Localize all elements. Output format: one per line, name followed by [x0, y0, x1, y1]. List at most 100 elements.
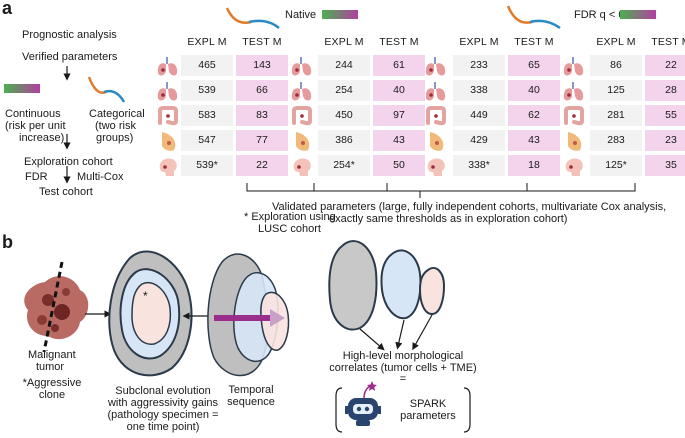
head-neck-icon	[293, 158, 311, 176]
head-neck-icon	[427, 158, 445, 176]
lung-icon	[563, 82, 584, 101]
head-neck-icon	[159, 158, 177, 176]
continuous-label-2: (risk per unit	[5, 120, 66, 132]
multi-cox-label: Multi-Cox	[77, 171, 124, 183]
table-3-expl-cell: 429	[453, 130, 505, 151]
table-1-header-expl: EXPL M	[187, 36, 227, 48]
table-3-test-cell: 62	[508, 105, 560, 126]
continuous-label: Continuous	[5, 108, 61, 120]
table-4-test-cell: 23	[645, 130, 685, 151]
table-2-expl-cell: 386	[318, 130, 370, 151]
table-3-expl-cell: 449	[453, 105, 505, 126]
table-4-header-expl: EXPL M	[596, 36, 636, 48]
continuous-label-3: increase)	[19, 132, 65, 144]
spark-label-2: parameters	[400, 410, 456, 422]
panel-b-letter: b	[2, 232, 13, 252]
table-1-test-cell: 143	[236, 55, 288, 76]
tumor-label: Malignant	[28, 349, 76, 361]
table-1-header-test: TEST M	[242, 36, 282, 48]
table-4-test-cell: 22	[645, 55, 685, 76]
footnote-lusc: LUSC cohort	[258, 223, 321, 235]
table-2-header-expl: EXPL M	[324, 36, 364, 48]
breast-icon	[568, 132, 582, 151]
head-neck-icon	[565, 158, 583, 176]
breast-icon	[430, 132, 444, 151]
equals-sign: =	[399, 373, 407, 385]
breast-icon	[162, 132, 176, 151]
aggressive-label-2: clone	[38, 389, 66, 401]
temporal-label: Temporal	[228, 384, 274, 396]
table-1-test-cell: 83	[236, 105, 288, 126]
subclonal-shapes	[108, 250, 193, 377]
categorical-label-3: groups)	[96, 132, 134, 144]
colon-icon	[292, 106, 312, 126]
spark-box	[335, 387, 471, 433]
aggressive-label: *Aggressive	[22, 377, 82, 389]
morphological-shapes	[328, 240, 446, 351]
table-4-expl-cell: 125	[590, 80, 642, 101]
table-1-expl-cell: 465	[181, 55, 233, 76]
table-3-expl-cell: 338	[453, 80, 505, 101]
table-3-header-expl: EXPL M	[459, 36, 499, 48]
legend-native: Native	[285, 9, 317, 21]
lung-icon	[425, 57, 446, 76]
table-1-test-cell: 22	[236, 155, 288, 176]
table-4-test-cell: 55	[645, 105, 685, 126]
table-1-expl-cell: 583	[181, 105, 233, 126]
table-1-expl-cell: 547	[181, 130, 233, 151]
table-4-expl-cell: 86	[590, 55, 642, 76]
flow-title: Prognostic analysis	[22, 29, 117, 41]
table-2-test-cell: 40	[373, 80, 425, 101]
table-3-expl-cell: 233	[453, 55, 505, 76]
table-4-test-cell: 35	[645, 155, 685, 176]
validated-line-1: Validated parameters (large, fully indep…	[272, 201, 667, 213]
robot-icon	[345, 381, 381, 426]
table-3-test-cell: 40	[508, 80, 560, 101]
morph-label-2: correlates (tumor cells + TME)	[329, 362, 477, 374]
subclonal-label-3: (pathology specimen =	[107, 409, 219, 421]
temporal-label-2: sequence	[227, 396, 275, 408]
flow-verified-parameters: Verified parameters	[22, 51, 118, 63]
categorical-label: Categorical	[89, 108, 145, 120]
table-2-test-cell: 43	[373, 130, 425, 151]
table-2-test-cell: 61	[373, 55, 425, 76]
continuous-gradient-bar	[4, 84, 40, 93]
table-2-test-cell: 50	[373, 155, 425, 176]
table-2-expl-cell: 450	[318, 105, 370, 126]
fdr-gradient-bar	[620, 10, 656, 19]
table-4-expl-cell: 283	[590, 130, 642, 151]
lung-icon	[157, 57, 178, 76]
aggressive-clone-star: *	[143, 289, 148, 303]
malignant-tumor-icon	[24, 261, 89, 353]
lung-icon	[425, 82, 446, 101]
footnote-exploration: * Exploration using	[244, 211, 336, 223]
table-3-test-cell: 43	[508, 130, 560, 151]
colon-icon	[426, 106, 446, 126]
breast-icon	[296, 132, 310, 151]
table-4-test-cell: 28	[645, 80, 685, 101]
table-4-expl-cell: 281	[590, 105, 642, 126]
lung-icon	[291, 57, 312, 76]
table-4-header-test: TEST M	[651, 36, 685, 48]
exploration-cohort-label: Exploration cohort	[24, 156, 113, 168]
table-2-header-test: TEST M	[379, 36, 419, 48]
table-1-test-cell: 77	[236, 130, 288, 151]
table-3-test-cell: 18	[508, 155, 560, 176]
colon-icon	[158, 106, 178, 126]
native-gradient-bar	[322, 10, 358, 19]
fdr-curve-icon	[506, 5, 561, 30]
tumor-label-2: tumor	[35, 361, 65, 373]
temporal-shapes	[207, 253, 290, 377]
table-1-expl-cell: 539*	[181, 155, 233, 176]
subclonal-label: Subclonal evolution	[115, 385, 211, 397]
lung-icon	[563, 57, 584, 76]
table-1-expl-cell: 539	[181, 80, 233, 101]
table-4-expl-cell: 125*	[590, 155, 642, 176]
table-2-test-cell: 97	[373, 105, 425, 126]
fdr-label: FDR	[25, 171, 48, 183]
table-1-test-cell: 66	[236, 80, 288, 101]
